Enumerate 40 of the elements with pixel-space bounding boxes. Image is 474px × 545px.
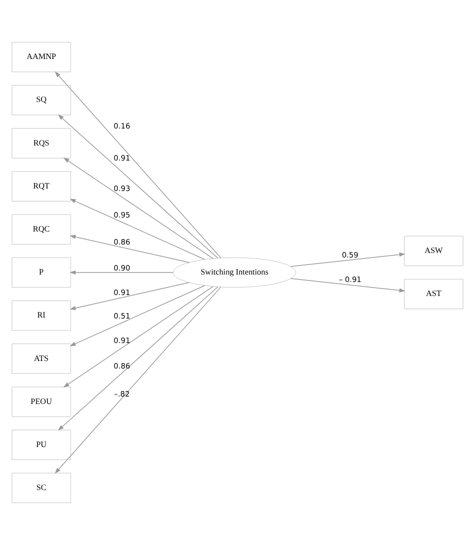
node-box: PEOU: [11, 386, 70, 417]
node-box: P: [11, 257, 70, 288]
edge-label: 0.59: [341, 250, 358, 260]
node-ellipse: Switching Intentions: [172, 257, 296, 288]
arrow: [69, 234, 190, 263]
edge-label: 0.95: [113, 210, 130, 220]
arrow: [69, 285, 204, 346]
edge-label: 0.51: [113, 312, 130, 321]
node-box: RQC: [11, 214, 70, 244]
edge-label: 0.91: [113, 153, 130, 162]
node-box: SQ: [11, 85, 70, 116]
arrow: [62, 158, 213, 259]
edge-label: 0.91: [113, 336, 130, 346]
arrow: [69, 270, 173, 275]
edge-label: – 0.91: [338, 275, 361, 284]
arrow: [290, 252, 405, 267]
edge-label: 0.90: [113, 263, 130, 272]
edge-label: 0.93: [113, 184, 130, 193]
arrow: [69, 198, 204, 260]
arrow: [290, 278, 405, 292]
arrow: [69, 282, 190, 310]
edge-label: 0.91: [113, 288, 130, 297]
node-box: RQS: [11, 128, 70, 158]
node-box: PU: [11, 430, 70, 460]
node-box: SC: [11, 472, 70, 504]
arrow: [57, 114, 218, 259]
node-box: RI: [11, 300, 70, 331]
node-box: RQT: [11, 171, 70, 202]
node-box: AAMNP: [11, 42, 70, 72]
node-box: AST: [404, 278, 463, 310]
edge-label: 0.16: [113, 121, 130, 130]
arrow: [54, 286, 221, 474]
node-box: ASW: [404, 236, 463, 266]
node-box: ATS: [11, 344, 70, 374]
edge-label: 0.86: [113, 361, 130, 370]
arrow: [62, 286, 213, 388]
arrow: [54, 71, 221, 258]
edge-label: –.82: [114, 390, 130, 399]
arrow: [57, 286, 218, 431]
edge-label: 0.86: [113, 237, 130, 246]
